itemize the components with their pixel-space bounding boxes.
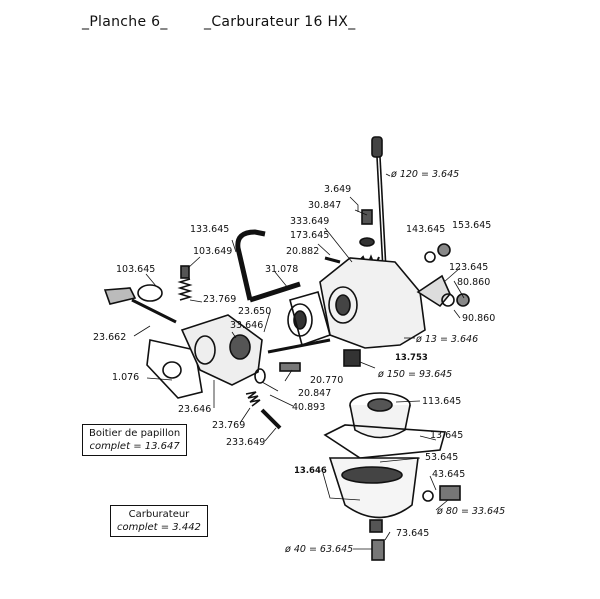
- part-label: 103.645: [116, 264, 156, 275]
- part-label: 143.645: [406, 224, 446, 235]
- part-label: 23.646: [178, 404, 212, 415]
- part-label: 20.882: [286, 246, 320, 257]
- part-label: 33.646: [230, 320, 264, 331]
- part-label: 13.753: [395, 353, 428, 363]
- part-label: 13.646: [294, 466, 327, 476]
- part-label: 40.893: [292, 402, 326, 413]
- part-label: ø 150 = 93.645: [378, 369, 453, 380]
- part-label: 80.860: [457, 277, 491, 288]
- papillon-box-title: Boitier de papillon: [89, 428, 181, 439]
- part-label: 123.645: [449, 262, 489, 273]
- papillon-box-ref: complet = 13.647: [89, 441, 180, 452]
- papillon-assembly-box: Boitier de papillon complet = 13.647: [82, 424, 188, 456]
- part-label: 333.649: [290, 216, 330, 227]
- part-label: 23.769: [203, 294, 237, 305]
- part-label: 13.645: [430, 430, 464, 441]
- part-label: 153.645: [452, 220, 492, 231]
- part-label: 23.650: [238, 306, 272, 317]
- carburetor-box-ref: complet = 3.442: [117, 522, 201, 533]
- part-label: 133.645: [190, 224, 230, 235]
- part-label: 43.645: [432, 469, 466, 480]
- part-label: ø 40 = 63.645: [285, 544, 354, 555]
- part-label: 113.645: [422, 396, 462, 407]
- part-label: ø 80 = 33.645: [437, 506, 506, 517]
- part-label: 23.769: [212, 420, 246, 431]
- part-label: 73.645: [396, 528, 430, 539]
- part-label: 233.649: [226, 437, 266, 448]
- part-label: ø 13 = 3.646: [416, 334, 479, 345]
- part-label: 103.649: [193, 246, 233, 257]
- part-label: 53.645: [425, 452, 459, 463]
- part-label: 173.645: [290, 230, 330, 241]
- part-label: ø 120 = 3.645: [391, 169, 460, 180]
- part-label: 20.847: [298, 388, 332, 399]
- part-label: 90.860: [462, 313, 496, 324]
- part-label: 20.770: [310, 375, 344, 386]
- part-label: 30.847: [308, 200, 342, 211]
- part-label: 3.649: [324, 184, 352, 195]
- part-label: 1.076: [112, 372, 140, 383]
- part-label: 31.078: [265, 264, 299, 275]
- carburetor-assembly-box: Carburateur complet = 3.442: [110, 505, 208, 537]
- diagram-title: _Carburateur 16 HX_: [204, 14, 356, 30]
- carburetor-box-title: Carburateur: [128, 509, 190, 520]
- planche-title: _Planche 6_: [82, 14, 168, 30]
- part-label: 23.662: [93, 332, 127, 343]
